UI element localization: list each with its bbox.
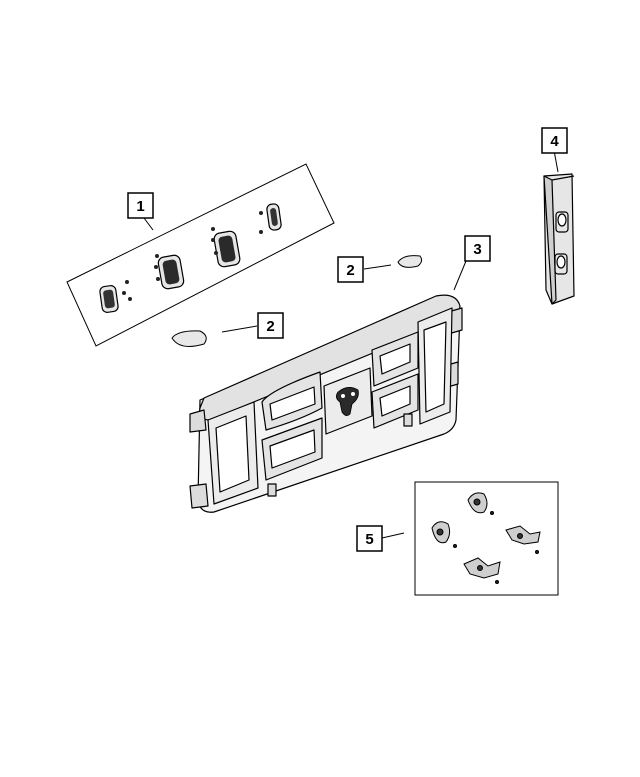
hardware-kit-group xyxy=(414,481,559,596)
hinge-pivot-lower xyxy=(431,521,457,548)
pad-upper xyxy=(397,255,423,268)
callout-2-upper-label: 2 xyxy=(346,262,354,279)
callout-2-upper: 2 xyxy=(337,256,392,283)
callout-5-label: 5 xyxy=(365,531,373,548)
callout-3-label: 3 xyxy=(473,241,481,258)
hinge-pivot-upper xyxy=(467,492,494,515)
callout-1-label: 1 xyxy=(136,198,144,215)
callout-1: 1 xyxy=(127,192,154,231)
emblem-kit-frame xyxy=(66,163,335,347)
latch-striker-lower xyxy=(463,557,501,584)
small-badge-right xyxy=(266,203,282,231)
ram-logo-icon xyxy=(336,387,359,416)
tailgate-panel xyxy=(189,294,463,513)
pad-lower xyxy=(171,330,207,347)
small-badge-left xyxy=(99,285,119,313)
callout-3: 3 xyxy=(453,235,491,291)
badge-center-right xyxy=(213,230,241,268)
hardware-kit-frame xyxy=(414,481,559,596)
badge-center-left xyxy=(157,254,185,290)
clip-fasteners xyxy=(122,211,263,301)
callout-2-lower-label: 2 xyxy=(266,318,274,335)
emblem-kit-group xyxy=(66,163,335,347)
side-bracket xyxy=(543,173,575,305)
callout-4: 4 xyxy=(541,127,568,173)
callout-5: 5 xyxy=(356,525,405,552)
callout-2-lower: 2 xyxy=(221,312,284,339)
callout-4-label: 4 xyxy=(550,133,559,150)
latch-striker-upper xyxy=(505,525,541,554)
